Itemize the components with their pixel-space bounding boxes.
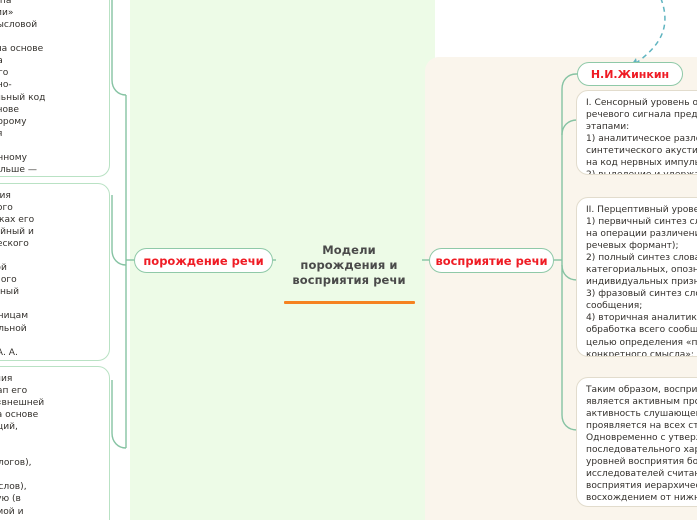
node-author-zhinkin[interactable]: Н.И.Жинкин (577, 62, 683, 86)
node-speech-generation[interactable]: порождение речи (134, 248, 273, 273)
wire-left-branch-2 (111, 195, 127, 266)
card-perception-2[interactable]: II. Перцептивный уровен 1) первичный син… (576, 197, 697, 357)
card-perception-3[interactable]: Таким образом, восприят является активны… (576, 377, 697, 507)
node-speech-perception[interactable]: восприятие речи (429, 248, 554, 273)
root-topic-title-line2: восприятия речи (292, 273, 406, 287)
card-generation-3[interactable]: тапом порождения ния является этап его н… (0, 366, 110, 520)
card-generation-1[interactable]: ывание этим единицам овой нагрузки; б) н… (0, 0, 110, 177)
card-generation-2[interactable]: ч речепорождения о-грамматического азыва… (0, 183, 110, 361)
wire-left-branch-3 (111, 380, 127, 449)
wire-left-branch-1 (111, 0, 127, 96)
root-topic-title-line1: Модели порождения и (300, 243, 398, 272)
card-perception-1[interactable]: I. Сенсорный уровень о речевого сигнала … (576, 90, 697, 175)
root-topic-underline (283, 301, 415, 304)
